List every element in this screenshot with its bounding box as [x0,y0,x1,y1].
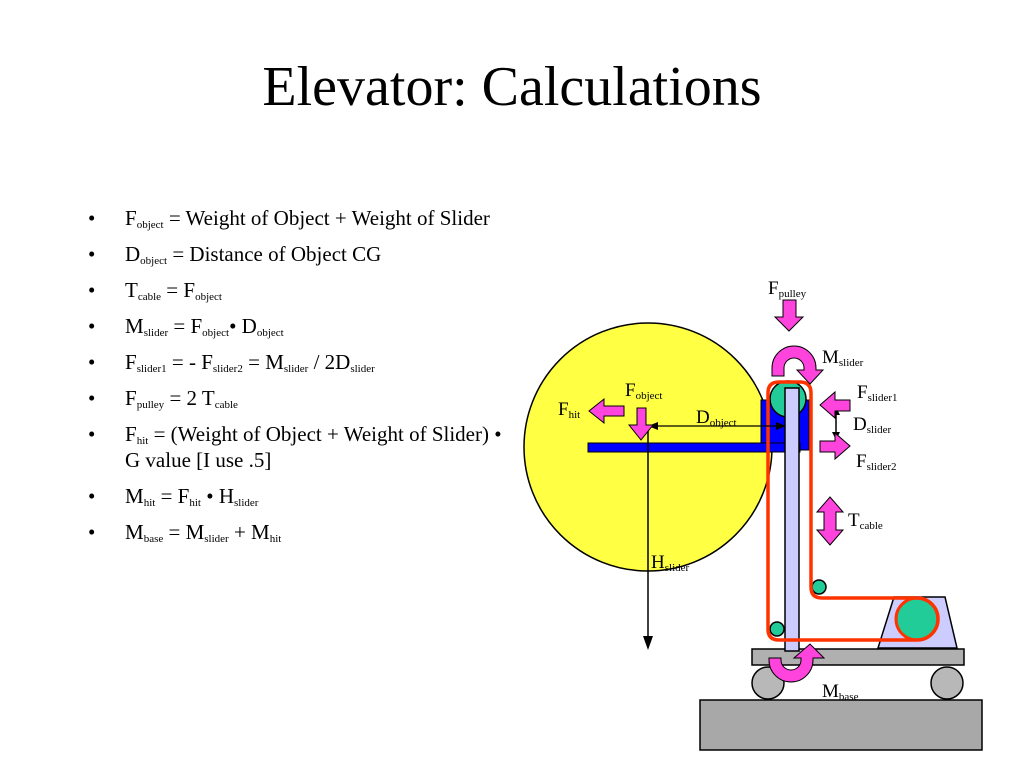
bullet-item: • Fhit = (Weight of Object + Weight of Sl… [88,421,508,473]
bullet-subscript: cable [214,399,238,411]
bullet-item: • Mhit = Fhit • Hslider [88,483,508,509]
bullet-text: = Distance of Object CG [167,242,382,266]
bullet-marker: • [88,206,96,230]
wheel-right [930,666,964,700]
bullet-text: + M [228,520,270,544]
bullet-item: • Fpulley = 2 Tcable [88,385,508,411]
f-slider1-arrow [819,390,851,420]
bullet-item: •Fslider1 = - Fslider2 = Mslider / 2Dsli… [88,349,508,375]
bullet-marker: • [88,350,96,374]
bullet-item: •Mslider = Fobject• Dobject [88,313,508,339]
cable [766,380,940,642]
bullet-text: / 2D [308,350,351,374]
bullet-subscript: slider [143,327,169,339]
bullet-text: = M [163,520,205,544]
bullet-subscript: pulley [136,399,165,411]
bullet-text: = 2 T [164,386,215,410]
bullet-item: • Dobject = Distance of Object CG [88,241,508,267]
bullet-marker: • [88,314,96,338]
bullet-subscript: slider2 [212,363,243,375]
bullet-marker: • [88,386,96,410]
bullet-subscript: cable [137,291,162,303]
lower-pulley-right [811,579,827,595]
bullet-marker: • [88,278,96,302]
bullet-text: = Weight of Object + Weight of Slider [163,206,490,230]
label-d-object: Dobject [696,407,737,429]
label-m-base: Mbase [822,681,859,703]
base-platform [751,648,965,666]
f-pulley-arrow [773,299,805,332]
bullet-marker: • [88,520,96,544]
label-f-hit: Fhit [558,399,581,421]
m-base-arrow [768,643,826,683]
label-m-slider: Mslider [822,347,864,369]
mast [784,387,800,652]
slide-title: Elevator: Calculations [262,56,762,118]
bullet-subscript: object [140,255,168,267]
label-t-cable: Tcable [848,510,883,532]
label-f-pulley: Fpulley [768,278,807,300]
bullet-text: = F [161,278,196,302]
bullet-list: • Fobject = Weight of Object + Weight of … [88,205,508,555]
label-h-slider: Hslider [651,552,690,574]
bullet-subscript: slider [204,533,229,545]
bullet-text: M [125,484,144,508]
bullet-text: = - F [166,350,213,374]
bullet-subscript: hit [136,435,149,447]
bullet-text: = M [242,350,284,374]
bullet-subscript: slider [350,363,375,375]
bullet-text: = F [155,484,190,508]
d-object-arrowhead-left [648,422,658,430]
t-cable-arrow [815,496,845,546]
bullet-subscript: object [136,219,164,231]
bullet-item: • Mbase = Mslider + Mhit [88,519,508,545]
bullet-marker: • [88,422,96,446]
bullet-subscript: slider [283,363,309,375]
label-f-slider2: Fslider2 [856,451,897,473]
bullet-text: • H [200,484,234,508]
lower-pulley-left [769,621,785,637]
bullet-text: F [125,422,137,446]
bullet-item: • Tcable = Fobject [88,277,508,303]
bullet-subscript: object [202,327,230,339]
bullet-subscript: object [195,291,222,303]
bullet-subscript: base [143,533,164,545]
bullet-marker: • [88,484,96,508]
label-d-slider: Dslider [853,414,892,436]
bullet-subscript: hit [269,533,282,545]
bullet-text: M [125,520,144,544]
ground-block [699,699,983,751]
bullet-text: • D [229,314,257,338]
d-object-arrowhead-right [776,422,786,430]
bullet-text: F [125,386,137,410]
bullet-text: F [125,206,137,230]
bullet-text: = F [168,314,203,338]
bullet-text: T [125,278,138,302]
bullet-marker: • [88,242,96,266]
bullet-subscript: slider [234,497,259,509]
bullet-subscript: object [256,327,284,339]
f-hit-arrow [588,397,625,425]
h-slider-arrowhead [643,636,653,650]
bullet-subscript: slider1 [136,363,167,375]
f-slider2-arrow [819,431,851,461]
bullet-text: = (Weight of Object + Weight of Slider) … [125,422,502,472]
slider-bar [587,442,801,453]
label-f-object: Fobject [625,380,663,402]
bullet-text: F [125,350,137,374]
bullet-text: D [125,242,141,266]
bullet-subscript: hit [143,497,156,509]
m-slider-arrow [771,345,825,385]
f-object-arrow [627,407,655,441]
bullet-item: • Fobject = Weight of Object + Weight of … [88,205,508,231]
bullet-subscript: hit [189,497,201,509]
label-f-slider1: Fslider1 [857,382,898,404]
bullet-text: M [125,314,144,338]
